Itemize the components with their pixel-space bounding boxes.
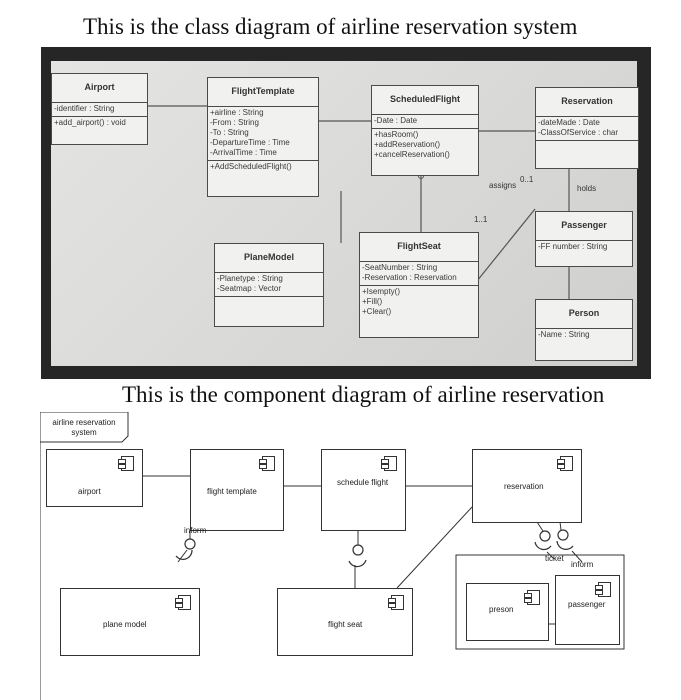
component-icon <box>175 595 191 610</box>
component-passenger: passenger <box>555 575 620 645</box>
class-flight-seat-operations: +Isempty() +Fill() +Clear() <box>360 286 478 319</box>
class-diagram-lines <box>146 105 570 299</box>
class-person: Person -Name : String <box>535 299 633 361</box>
class-plane-model-attr: -Seatmap : Vector <box>217 284 282 293</box>
class-airport-name: Airport <box>52 74 147 103</box>
class-airport: Airport -identifier : String +add_airpor… <box>51 73 148 145</box>
class-scheduled-flight-attributes: -Date : Date <box>372 115 478 129</box>
class-reservation-attributes: -dateMade : Date -ClassOfService : char <box>536 117 638 141</box>
component-icon <box>595 582 611 597</box>
component-schedule-flight-label: schedule flight <box>337 478 389 487</box>
component-diagram-lines <box>40 412 625 700</box>
class-diagram-board: Airport -identifier : String +add_airpor… <box>51 61 639 366</box>
class-flight-template-attr: +airline : String <box>210 108 264 117</box>
component-person: preson <box>466 583 549 641</box>
class-passenger-attr: -FF number : String <box>538 242 608 251</box>
class-diagram-heading: This is the class diagram of airline res… <box>83 14 578 39</box>
component-icon <box>524 590 540 605</box>
class-airport-operations: +add_airport() : void <box>52 117 147 130</box>
class-flight-template-name: FlightTemplate <box>208 78 318 107</box>
class-scheduled-flight-op: +cancelReservation() <box>374 150 450 159</box>
class-reservation-attr: -dateMade : Date <box>538 118 600 127</box>
component-reservation-label: reservation <box>504 482 544 491</box>
class-airport-op: +add_airport() : void <box>54 118 126 127</box>
component-reservation: reservation <box>472 449 582 523</box>
component-person-label: preson <box>489 605 514 614</box>
class-person-name: Person <box>536 300 632 329</box>
class-reservation: Reservation -dateMade : Date -ClassOfSer… <box>535 87 639 169</box>
component-icon <box>259 456 275 471</box>
class-scheduled-flight-operations: +hasRoom() +addReservation() +cancelRese… <box>372 129 478 162</box>
class-flight-seat-op: +Fill() <box>362 297 383 306</box>
class-flight-seat-name: FlightSeat <box>360 233 478 262</box>
component-flight-template: flight template <box>190 449 284 531</box>
component-icon <box>381 456 397 471</box>
class-flight-template-attributes: +airline : String -From : String -To : S… <box>208 107 318 161</box>
class-flight-seat-op: +Isempty() <box>362 287 401 296</box>
component-flight-seat-label: flight seat <box>328 620 363 629</box>
class-plane-model-attributes: -Planetype : String -Seatmap : Vector <box>215 273 323 297</box>
class-scheduled-flight-name: ScheduledFlight <box>372 86 478 115</box>
class-flight-template-operations: +AddScheduledFlight() <box>208 161 318 174</box>
component-icon <box>388 595 404 610</box>
class-passenger: Passenger -FF number : String <box>535 211 633 267</box>
class-passenger-attributes: -FF number : String <box>536 241 632 254</box>
component-flight-template-label: flight template <box>207 487 257 496</box>
class-passenger-name: Passenger <box>536 212 632 241</box>
label-ticket: ticket <box>545 554 564 563</box>
class-plane-model-attr: -Planetype : String <box>217 274 283 283</box>
label-assigns: assigns <box>489 181 517 190</box>
class-person-attributes: -Name : String <box>536 329 632 342</box>
component-schedule-flight: schedule flight <box>321 449 406 531</box>
component-plane-model-label: plane model <box>103 620 147 629</box>
class-airport-attr: -identifier : String <box>54 104 115 113</box>
class-flight-seat: FlightSeat -SeatNumber : String -Reserva… <box>359 232 479 338</box>
class-flight-template: FlightTemplate +airline : String -From :… <box>207 77 319 197</box>
component-diagram-frame: airline reservation system airport fligh… <box>40 412 681 700</box>
class-flight-seat-attr: -Reservation : Reservation <box>362 273 457 282</box>
class-scheduled-flight: ScheduledFlight -Date : Date +hasRoom() … <box>371 85 479 176</box>
component-airport: airport <box>46 449 143 507</box>
class-flight-template-attr: -From : String <box>210 118 259 127</box>
class-plane-model-name: PlaneModel <box>215 244 323 273</box>
class-flight-template-attr: -ArrivalTime : Time <box>210 148 277 157</box>
component-airport-label: airport <box>78 487 101 496</box>
class-flight-template-attr: -To : String <box>210 128 249 137</box>
label-holds: holds <box>577 184 597 193</box>
class-flight-seat-attr: -SeatNumber : String <box>362 263 438 272</box>
person-passenger-package <box>455 554 625 650</box>
component-diagram-heading: This is the component diagram of airline… <box>122 382 605 407</box>
label-multiplicity-seat: 1..1 <box>474 215 488 224</box>
class-flight-template-op: +AddScheduledFlight() <box>210 162 292 171</box>
component-icon <box>557 456 573 471</box>
component-passenger-label: passenger <box>568 600 606 609</box>
frame-label: airline reservation system <box>52 418 116 437</box>
label-inform-plane: inform <box>184 526 207 535</box>
component-flight-seat: flight seat <box>277 588 413 656</box>
class-diagram-photo: Airport -identifier : String +add_airpor… <box>41 47 651 379</box>
class-scheduled-flight-attr: -Date : Date <box>374 116 418 125</box>
class-flight-seat-op: +Clear() <box>362 307 392 316</box>
class-airport-attributes: -identifier : String <box>52 103 147 117</box>
class-scheduled-flight-op: +addReservation() <box>374 140 441 149</box>
class-flight-template-attr: -DepartureTime : Time <box>210 138 290 147</box>
class-flight-seat-attributes: -SeatNumber : String -Reservation : Rese… <box>360 262 478 286</box>
class-reservation-name: Reservation <box>536 88 638 117</box>
label-multiplicity-reservation: 0..1 <box>520 175 534 184</box>
component-plane-model: plane model <box>60 588 200 656</box>
label-inform-passenger: inform <box>571 560 594 569</box>
class-reservation-attr: -ClassOfService : char <box>538 128 619 137</box>
class-person-attr: -Name : String <box>538 330 590 339</box>
class-scheduled-flight-op: +hasRoom() <box>374 130 419 139</box>
class-plane-model: PlaneModel -Planetype : String -Seatmap … <box>214 243 324 327</box>
component-icon <box>118 456 134 471</box>
